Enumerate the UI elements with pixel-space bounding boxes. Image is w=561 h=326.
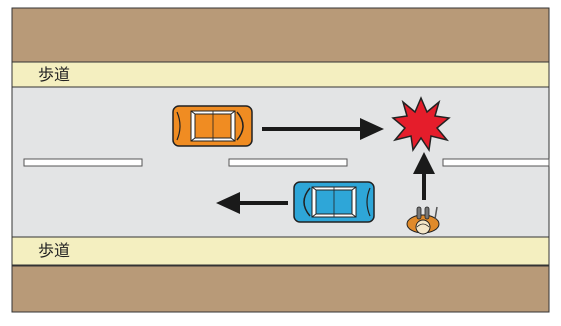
orange-car-icon xyxy=(172,105,253,147)
lane-dash xyxy=(228,158,348,167)
arrow-left-icon xyxy=(216,192,288,214)
arrow-up-icon xyxy=(413,152,435,200)
ground-top xyxy=(11,7,550,63)
sidewalk-bottom xyxy=(11,236,550,266)
sidewalk-top-label: 歩道 xyxy=(38,65,71,84)
sidewalk-top xyxy=(11,61,550,88)
lane-dash xyxy=(23,158,143,167)
pedestrian-icon xyxy=(406,206,440,235)
ground-bottom xyxy=(11,265,550,313)
arrow-right-icon xyxy=(262,118,384,140)
collision-burst-icon xyxy=(391,96,451,153)
blue-car-icon xyxy=(293,181,375,223)
sidewalk-bottom-label: 歩道 xyxy=(38,241,71,260)
lane-dash xyxy=(442,158,550,167)
